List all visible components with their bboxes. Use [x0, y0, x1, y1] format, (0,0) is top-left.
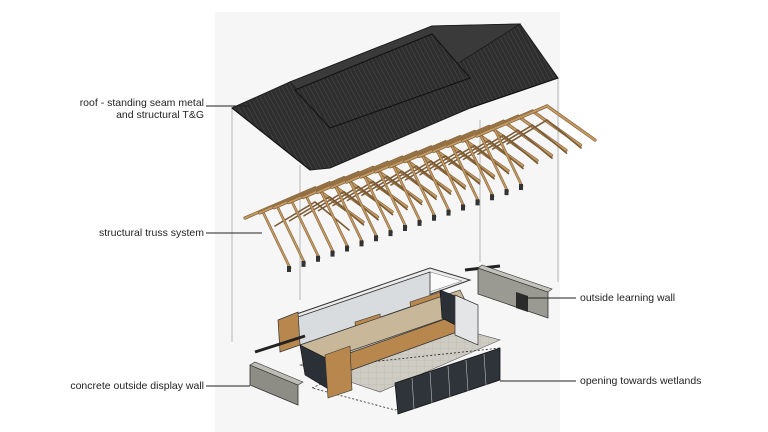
- truss-foot: [461, 204, 465, 211]
- concrete-display-wall: [249, 361, 304, 406]
- truss-foot: [475, 199, 480, 206]
- truss-foot: [301, 260, 306, 267]
- truss-foot: [359, 240, 364, 247]
- truss-foot: [330, 250, 335, 257]
- concrete-wall-label: concrete outside display wall: [70, 380, 204, 392]
- truss-foot: [504, 189, 509, 196]
- truss-foot: [432, 214, 436, 221]
- leader-lines: [206, 105, 576, 387]
- truss-foot: [388, 230, 393, 237]
- truss-foot: [490, 194, 494, 201]
- truss-foot: [446, 209, 451, 216]
- truss-foot: [316, 255, 320, 262]
- truss-label: structural truss system: [98, 227, 204, 239]
- roof-label-line1: roof - standing seam metal: [79, 97, 204, 109]
- truss: [475, 104, 597, 190]
- truss-foot: [417, 219, 422, 226]
- truss-foot: [519, 184, 523, 190]
- truss-foot: [287, 266, 291, 272]
- truss-system: [243, 104, 597, 272]
- truss-foot: [374, 235, 378, 242]
- truss-foot: [345, 245, 349, 252]
- learning-wall-label: outside learning wall: [580, 292, 676, 304]
- building-body: [254, 264, 501, 415]
- roof-label-line2: and structural T&G: [116, 109, 204, 121]
- roof-metal: [231, 23, 559, 171]
- roof-label: roof - standing seam metal and structura…: [60, 97, 204, 121]
- wetlands-opening-label: opening towards wetlands: [580, 375, 702, 387]
- outside-learning-wall: [477, 264, 553, 319]
- truss-foot: [403, 225, 407, 231]
